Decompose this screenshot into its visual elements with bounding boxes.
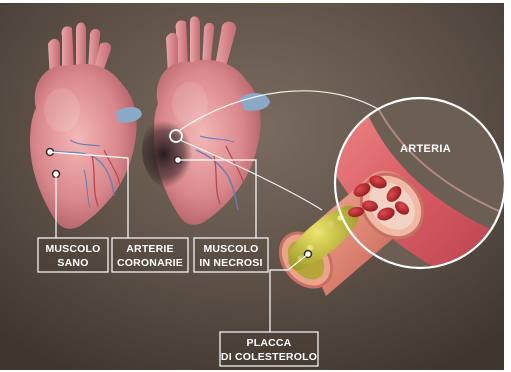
label-artery: ARTERIA	[400, 143, 451, 155]
label-necrotic-muscle-line2: IN NECROSI	[199, 257, 262, 269]
label-cholesterol-plaque-line2: DI COLESTEROLO	[221, 351, 317, 363]
label-cholesterol-plaque: PLACCA DI COLESTEROLO	[220, 332, 318, 366]
label-healthy-muscle-line1: MUSCOLO	[45, 243, 100, 255]
top-border	[0, 0, 511, 3]
label-coronary-arteries: ARTERIE CORONARIE	[112, 238, 188, 272]
label-healthy-muscle-line2: SANO	[57, 257, 88, 269]
label-cholesterol-plaque-line1: PLACCA	[247, 337, 292, 349]
label-coronary-arteries-line1: ARTERIE	[126, 243, 174, 255]
label-coronary-arteries-line2: CORONARIE	[117, 257, 183, 269]
label-necrotic-muscle-line1: MUSCOLO	[203, 243, 258, 255]
label-necrotic-muscle: MUSCOLO IN NECROSI	[194, 238, 268, 272]
label-healthy-muscle: MUSCOLO SANO	[38, 238, 108, 272]
